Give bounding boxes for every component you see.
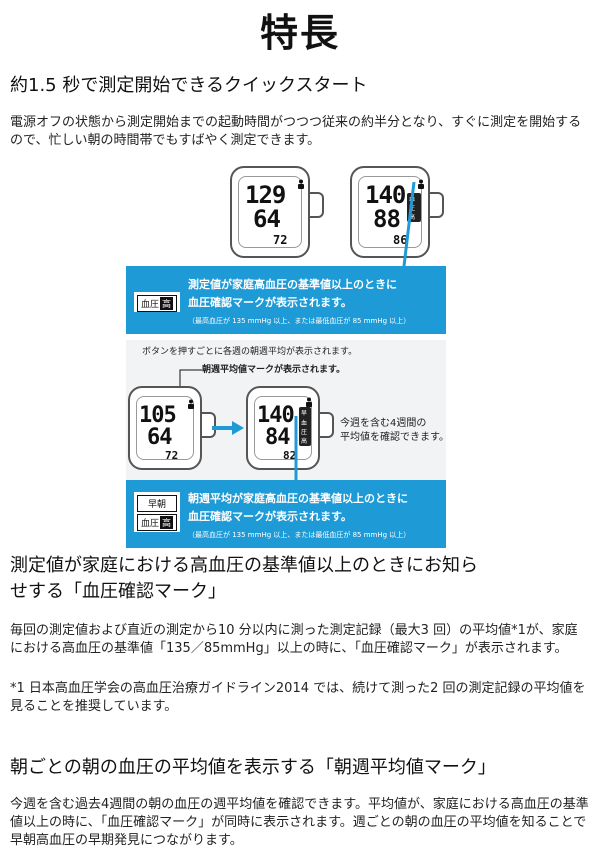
- callout-line1: 朝週平均が家庭高血圧の基準値以上のときに: [188, 492, 408, 505]
- diastolic-value: 84: [265, 425, 290, 450]
- cuff-tab: [430, 192, 444, 218]
- pointer-line: [294, 416, 298, 484]
- figure-quick-start: 129 64 72 140 88 86 血圧高 血圧高 測定値が家庭高血圧の基準…: [126, 162, 446, 334]
- left-monitor-display: 129 64 72: [230, 166, 310, 258]
- callout-note: （最高血圧が 135 mmHg 以上、または最低血圧が 85 mmHg 以上）: [188, 317, 411, 325]
- arrow-right-icon: [212, 421, 244, 435]
- figure-weekly-average: ボタンを押すごとに各週の朝週平均が表示されます。 朝週平均値マークが表示されます…: [126, 340, 449, 548]
- pulse-value: 72: [273, 233, 288, 247]
- button-caption: ボタンを押すごとに各週の朝週平均が表示されます。: [142, 347, 358, 357]
- section2-heading-line1: 測定値が家庭における高血圧の基準値以上のときにお知ら: [10, 555, 478, 576]
- left-monitor-display: 105 64 72: [128, 386, 202, 470]
- bp-high-badge: 血圧高: [299, 417, 311, 446]
- callout-line2: 血圧確認マークが表示されます。: [188, 296, 352, 309]
- pulse-value: 72: [165, 449, 179, 462]
- side-caption-line2: 平均値を確認できます。: [340, 432, 449, 443]
- side-caption-line1: 今週を含む4週間の: [340, 418, 427, 429]
- user-icon: [418, 179, 424, 189]
- user-icon: [188, 399, 194, 409]
- section2-heading-line2: せする「血圧確認マーク」: [10, 581, 226, 602]
- section2-body: 毎回の測定値および直近の測定から10 分以内に測った測定記録（最大3 回）の平均…: [10, 623, 578, 656]
- diastolic-value: 64: [147, 425, 172, 450]
- section3-body: 今週を含む過去4週間の朝の血圧の週平均値を確認できます。平均値が、家庭における高…: [10, 797, 589, 848]
- cuff-tab: [202, 412, 216, 438]
- callout-note: （最高血圧が 135 mmHg 以上、または最低血圧が 85 mmHg 以上）: [188, 531, 411, 539]
- section3-heading: 朝ごとの朝の血圧の平均値を表示する「朝週平均値マーク」: [10, 757, 496, 778]
- morning-label: 早朝: [137, 495, 177, 512]
- user-icon: [298, 179, 304, 189]
- diastolic-value: 64: [253, 205, 281, 233]
- section1-heading: 約1.5 秒で測定開始できるクイックスタート: [10, 75, 368, 96]
- user-icon: [306, 397, 312, 407]
- morning-bp-mark: 早朝 血圧高: [134, 492, 180, 532]
- right-monitor-display: 140 88 86 血圧高: [350, 166, 430, 258]
- callout-line2: 血圧確認マークが表示されます。: [188, 510, 352, 523]
- right-monitor-display: 140 84 82 早朝 血圧高: [246, 386, 320, 470]
- diastolic-value: 88: [373, 205, 401, 233]
- mark-caption: 朝週平均値マークが表示されます。: [202, 365, 346, 375]
- pointer-line: [402, 182, 416, 267]
- section1-body: 電源オフの状態から測定開始までの起動時間がつつつ従来の約半分となり、すぐに測定を…: [10, 115, 582, 148]
- pulse-value: 86: [393, 233, 408, 247]
- cuff-tab: [310, 192, 324, 218]
- bp-confirm-mark: 血圧高: [134, 292, 180, 312]
- pulse-value: 82: [283, 449, 297, 462]
- callout-line1: 測定値が家庭高血圧の基準値以上のときに: [188, 278, 397, 291]
- weekly-confirm-callout: 早朝 血圧高 朝週平均が家庭高血圧の基準値以上のときに 血圧確認マークが表示され…: [126, 480, 446, 548]
- systolic-value: 129: [245, 181, 286, 209]
- systolic-value: 105: [139, 403, 177, 428]
- section2-footnote: *1 日本高血圧学会の高血圧治療ガイドライン2014 では、続けて測った2 回の…: [10, 681, 586, 714]
- page-title: 特長: [259, 11, 340, 55]
- systolic-value: 140: [257, 403, 295, 428]
- bp-confirm-callout: 血圧高 測定値が家庭高血圧の基準値以上のときに 血圧確認マークが表示されます。 …: [126, 266, 446, 334]
- cuff-tab: [320, 412, 334, 438]
- systolic-value: 140: [365, 181, 406, 209]
